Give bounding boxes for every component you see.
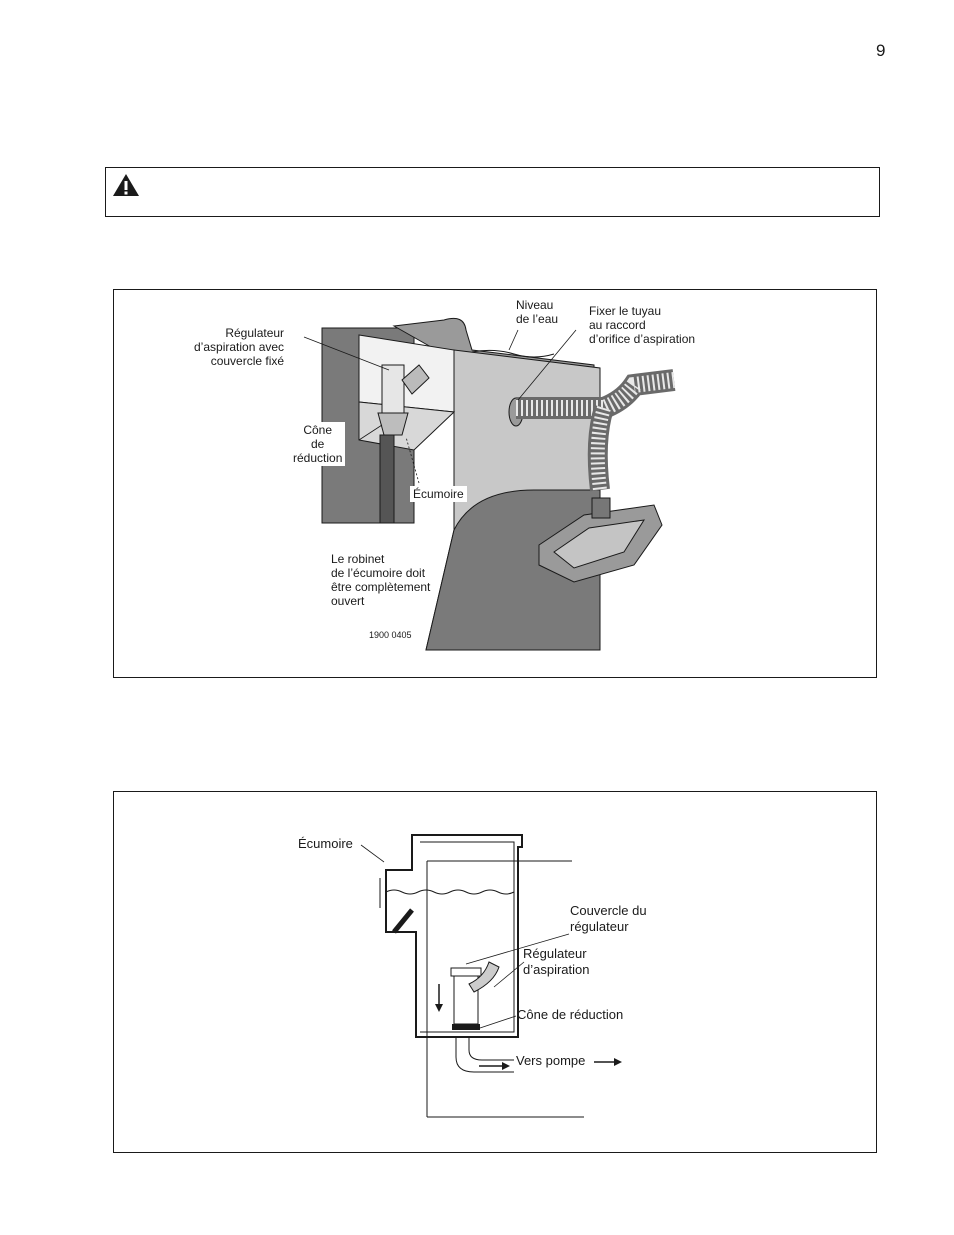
skimmer-cross-section-diagram — [360, 834, 622, 1118]
label-ecumoire-2: Écumoire — [298, 836, 353, 851]
figure-skimmer-cross-section: Écumoire Couvercle du régulateur Régulat… — [113, 791, 877, 1153]
figure-skimmer-installation: Régulateur d’aspiration avec couvercle f… — [113, 289, 877, 678]
label-niveau-eau: Niveau de l’eau — [516, 298, 559, 326]
label-robinet: Le robinet de l’écumoire doit être compl… — [331, 552, 431, 608]
label-cone-reduction: Cône de réduction — [290, 422, 346, 466]
label-fixer-tuyau: Fixer le tuyau au raccord d’orifice d’as… — [589, 304, 696, 346]
label-couvercle-regulateur: Couvercle du régulateur — [570, 903, 647, 934]
warning-box — [105, 167, 880, 217]
label-cone-reduction-2: Cône de réduction — [517, 1007, 624, 1022]
page-number: 9 — [876, 41, 886, 60]
label-vers-pompe: Vers pompe — [516, 1053, 586, 1068]
label-regulateur-aspiration: Régulateur d’aspiration — [523, 946, 590, 977]
figure-code: 1900 0405 — [369, 630, 412, 640]
warning-triangle-icon — [113, 174, 139, 196]
label-ecumoire: Écumoire — [410, 486, 467, 502]
skimmer-installation-illustration — [303, 317, 676, 651]
label-regulateur: Régulateur d’aspiration avec couvercle f… — [194, 326, 285, 368]
